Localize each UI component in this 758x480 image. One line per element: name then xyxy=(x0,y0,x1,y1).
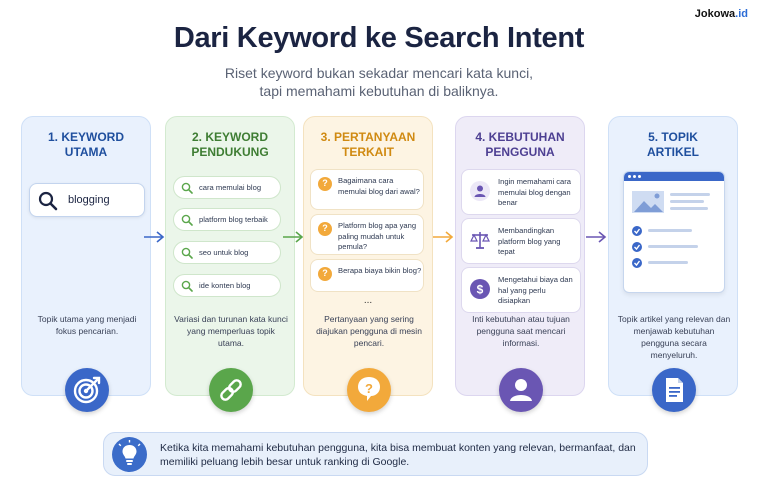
question-card: ? Platform blog apa yang paling mudah un… xyxy=(310,214,424,255)
arrow-right-icon xyxy=(144,231,165,243)
step-description: Topik utama yang menjadi fokus pencarian… xyxy=(37,314,137,336)
svg-text:$: $ xyxy=(477,283,484,297)
need-card: Membandingkan platform blog yang tepat xyxy=(461,218,581,264)
article-content-icon xyxy=(632,191,710,268)
step-description: Topik artikel yang relevan dan menjawab … xyxy=(617,314,731,360)
question-card: ? Bagaimana cara memulai blog dari awal? xyxy=(310,169,424,210)
arrow-right-icon xyxy=(586,231,607,243)
keyword-pill: seo untuk blog xyxy=(173,241,281,264)
question-card: ? Berapa biaya bikin blog? xyxy=(310,259,424,292)
conclusion-text: Ketika kita memahami kebutuhan pengguna,… xyxy=(160,442,636,468)
link-icon xyxy=(209,368,253,412)
keyword-pill: platform blog terbaik xyxy=(173,208,281,231)
question-icon: ? xyxy=(318,177,332,191)
more-indicator: ... xyxy=(363,295,373,306)
search-icon xyxy=(181,214,193,226)
document-icon xyxy=(652,368,696,412)
question-icon: ? xyxy=(318,222,332,236)
browser-bar xyxy=(624,172,724,181)
step-title: 2. KEYWORD PENDUKUNG xyxy=(191,130,269,159)
target-icon xyxy=(65,368,109,412)
need-card: $ Mengetahui biaya dan hal yang perlu di… xyxy=(461,267,581,313)
search-icon xyxy=(181,280,193,292)
article-illustration xyxy=(623,171,725,293)
need-card: Ingin memahami cara memulai blog dengan … xyxy=(461,169,581,215)
svg-text:?: ? xyxy=(365,381,373,396)
step-description: Variasi dan turunan kata kunci yang memp… xyxy=(174,314,288,348)
user-icon xyxy=(499,368,543,412)
question-icon: ? xyxy=(347,368,391,412)
search-icon xyxy=(38,191,58,211)
page-subtitle: Riset keyword bukan sekadar mencari kata… xyxy=(224,65,534,99)
question-icon: ? xyxy=(318,267,332,281)
keyword-pill: ide konten blog xyxy=(173,274,281,297)
keyword-text: blogging xyxy=(68,194,110,206)
page-title: Dari Keyword ke Search Intent xyxy=(173,22,585,54)
step-description: Inti kebutuhan atau tujuan pengguna saat… xyxy=(472,314,570,348)
search-icon xyxy=(181,247,193,259)
step-title: 1. KEYWORD UTAMA xyxy=(47,130,124,159)
step-topik-artikel: 5. TOPIK ARTIKEL Topik artikel yang rele… xyxy=(608,116,738,412)
keyword-pill: cara memulai blog xyxy=(173,176,281,199)
lightbulb-icon xyxy=(112,437,147,472)
conclusion-banner: Ketika kita memahami kebutuhan pengguna,… xyxy=(103,432,648,476)
step-keyword-utama: 1. KEYWORD UTAMA blogging Topik utama ya… xyxy=(21,116,151,412)
step-title: 4. KEBUTUHAN PENGGUNA xyxy=(475,130,565,159)
step-title: 5. TOPIK ARTIKEL xyxy=(647,130,699,159)
step-kebutuhan-pengguna: 4. KEBUTUHAN PENGGUNA Ingin memahami car… xyxy=(455,116,585,412)
step-keyword-pendukung: 2. KEYWORD PENDUKUNG cara memulai blog p… xyxy=(165,116,295,412)
search-icon xyxy=(181,182,193,194)
person-icon xyxy=(470,181,490,201)
arrow-right-icon xyxy=(433,231,454,243)
keyword-search-box: blogging xyxy=(29,183,145,217)
step-description: Pertanyaan yang sering diajukan pengguna… xyxy=(316,314,422,348)
scale-icon xyxy=(470,232,490,249)
arrow-right-icon xyxy=(283,231,304,243)
dollar-icon: $ xyxy=(470,279,490,299)
brand-logo: Jokowa.id xyxy=(694,8,748,20)
step-pertanyaan-terkait: 3. PERTANYAAN TERKAIT ? Bagaimana cara m… xyxy=(303,116,433,412)
step-title: 3. PERTANYAAN TERKAIT xyxy=(320,130,416,159)
